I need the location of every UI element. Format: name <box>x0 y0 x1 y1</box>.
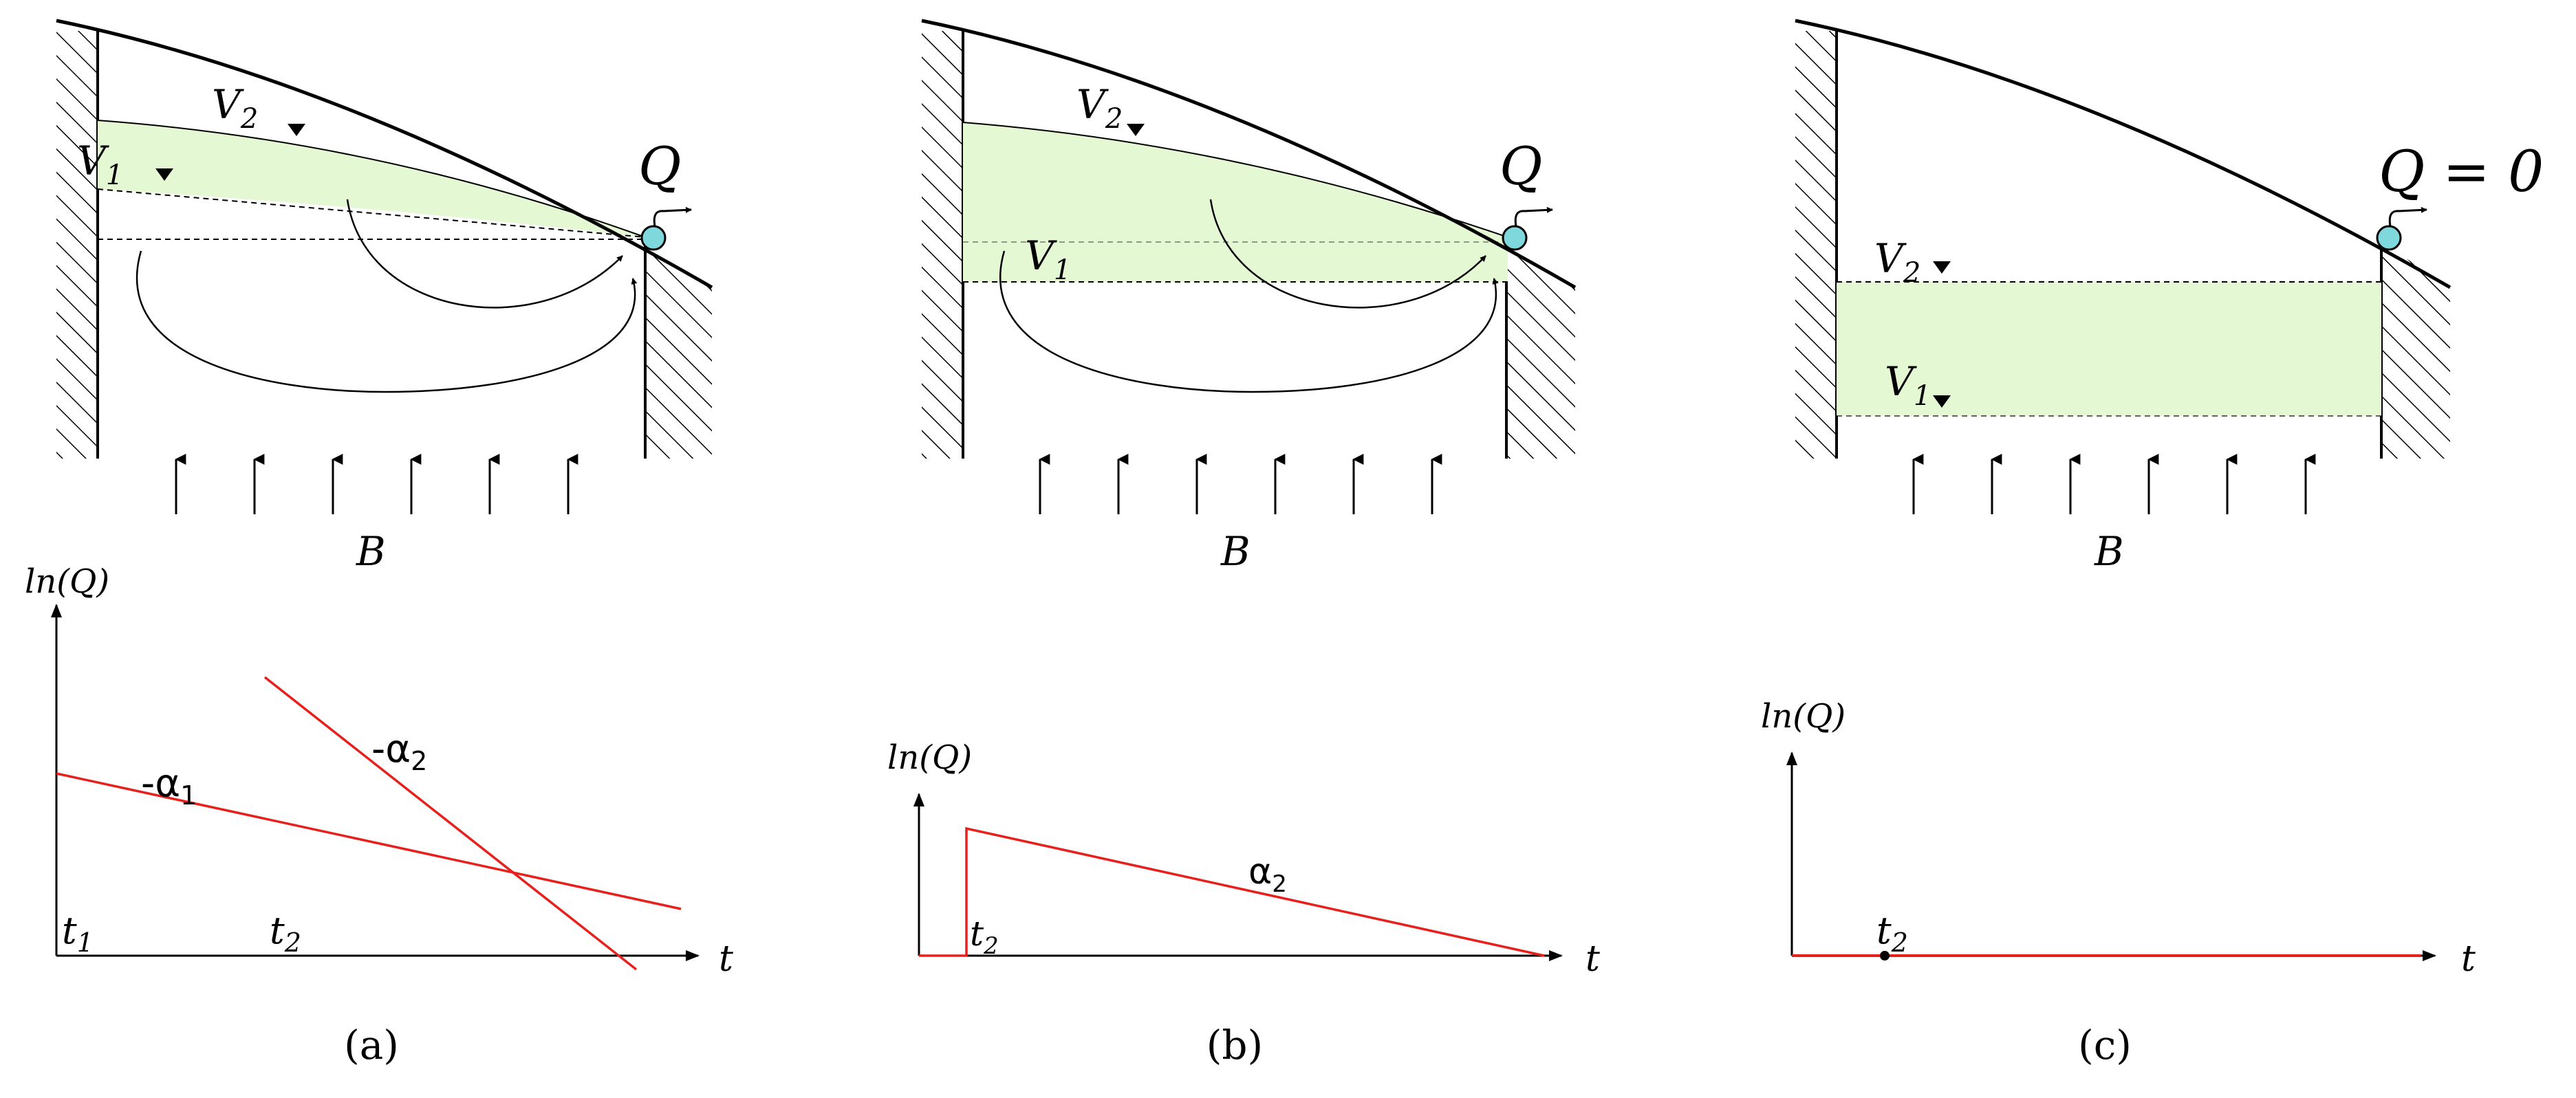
base-label: B <box>2094 528 2124 575</box>
panel-c-diagram: Q = 0 V2 V1 B <box>1795 19 2544 575</box>
spring-outlet <box>1502 225 1528 251</box>
recession-line-alpha2 <box>263 676 638 971</box>
right-wall-hatch <box>2381 242 2450 459</box>
t2-point <box>1880 951 1890 960</box>
panel-b-graph: ln(Q) t α2 t2 (b) <box>887 738 1600 1068</box>
flow-arrow-long <box>999 250 1499 393</box>
slope-alpha2-label: α2 <box>1248 851 1287 898</box>
q-label: Q <box>1500 135 1542 197</box>
tick-t1: t1 <box>62 909 94 958</box>
v1-label: V1 <box>1025 232 1071 286</box>
slope-alpha2-label: -α2 <box>371 727 427 776</box>
v2-marker <box>1933 261 1951 274</box>
x-axis-label: t <box>719 938 733 980</box>
tick-t2: t2 <box>1876 909 1908 958</box>
flow-arrow-short <box>346 199 623 309</box>
v2-label: V2 <box>1874 235 1920 289</box>
x-axis-label: t <box>1585 938 1600 980</box>
recharge-arrows <box>1912 454 2316 514</box>
tick-t2: t2 <box>970 914 999 960</box>
right-wall-hatch <box>1506 242 1575 459</box>
v2-label: V2 <box>212 81 258 135</box>
panel-c-graph: ln(Q) t t2 (c) <box>1761 697 2476 1068</box>
caption-c: (c) <box>2078 1022 2132 1068</box>
caption-a: (a) <box>344 1022 399 1068</box>
base-label: B <box>1220 528 1251 575</box>
v1-label: V1 <box>77 138 123 191</box>
recession-line-alpha1 <box>56 772 682 910</box>
q-label: Q <box>638 135 681 197</box>
outflow-arrow <box>653 206 692 227</box>
v2-label: V2 <box>1076 81 1123 135</box>
left-wall-hatch <box>56 31 98 459</box>
recession-line-alpha2 <box>919 826 1545 957</box>
v1-marker <box>155 168 173 181</box>
panel-a-graph: ln(Q) t -α1 -α2 t1 t2 (a) <box>25 562 733 1068</box>
tick-t2: t2 <box>270 909 301 958</box>
v2-marker <box>288 124 305 136</box>
storage-zone <box>1837 282 2381 416</box>
v1-marker <box>1933 395 1951 408</box>
caption-b: (b) <box>1206 1022 1263 1068</box>
spring-outlet <box>2376 225 2402 251</box>
spring-outlet <box>640 225 667 251</box>
panel-b-diagram: Q V2 V1 B <box>921 19 1577 575</box>
water-table-lower <box>97 188 646 238</box>
flow-arrow-short <box>1209 199 1486 309</box>
recharge-arrows <box>1039 454 1442 514</box>
v1-label: V1 <box>1885 358 1931 412</box>
water-table-upper <box>97 120 646 238</box>
outflow-arrow <box>2388 206 2427 227</box>
recharge-arrows <box>175 454 578 514</box>
flow-arrow-long <box>136 250 638 393</box>
q-zero-label: Q = 0 <box>2379 140 2544 205</box>
water-table-upper <box>962 122 1508 238</box>
base-label: B <box>356 528 386 575</box>
panel-a-diagram: Q V2 V1 B <box>56 19 713 575</box>
x-axis-label: t <box>2461 938 2476 980</box>
y-axis-label: ln(Q) <box>1761 697 1846 736</box>
v2-marker <box>1127 124 1145 136</box>
ground-surface <box>1795 19 2451 289</box>
storage-zone <box>98 120 645 237</box>
y-axis-label: ln(Q) <box>887 738 972 777</box>
ground-surface <box>56 19 713 289</box>
outflow-arrow <box>1514 206 1553 227</box>
ground-surface <box>921 19 1577 289</box>
y-axis-label: ln(Q) <box>25 562 109 601</box>
right-wall-hatch <box>645 242 712 459</box>
slope-alpha1-label: -α1 <box>141 761 197 811</box>
left-wall-hatch <box>922 31 963 459</box>
left-wall-hatch <box>1795 31 1837 459</box>
